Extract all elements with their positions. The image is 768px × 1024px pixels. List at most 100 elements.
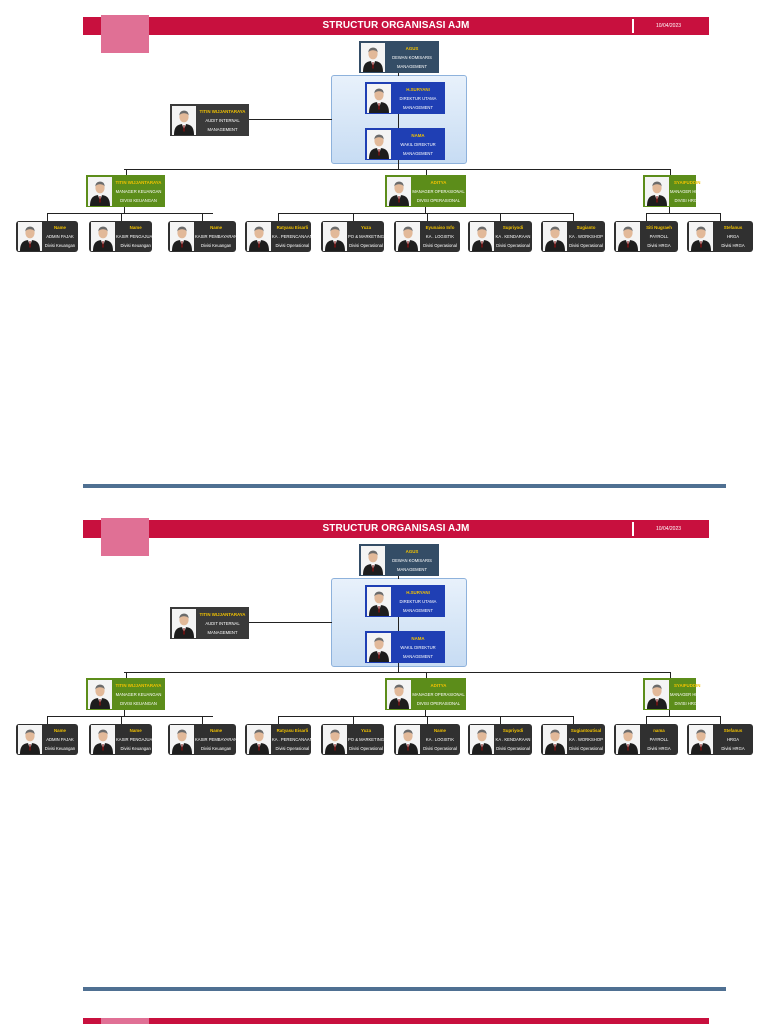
person-name: TITIN WIJJANTARAYA — [115, 682, 162, 688]
person-photo-icon — [170, 725, 194, 754]
next-page-logo-placeholder — [101, 1018, 149, 1024]
person-photo-icon — [367, 632, 391, 662]
person-role: KA . PERENCANAAN — [272, 234, 313, 239]
connector-line — [427, 213, 428, 221]
person-division: MANAGEMENT — [402, 653, 433, 659]
person-photo-icon — [543, 725, 567, 754]
person-name: Name — [129, 225, 142, 230]
person-division: DIVISI KEUANGAN — [120, 197, 157, 203]
person-photo-icon — [387, 176, 411, 206]
connector-line — [398, 113, 399, 129]
person-division: MANAGEMENT — [402, 104, 433, 110]
person-photo-icon — [247, 222, 271, 251]
card-manager: ADITYA MANAGER OPERASIONAL DIVISI OPERASIO… — [385, 175, 466, 207]
person-role: HRGA — [726, 737, 740, 742]
person-division: MANAGEMENT — [207, 126, 238, 132]
connector-line — [47, 213, 48, 221]
person-role: WAKIL DIREKTUR — [400, 141, 436, 147]
person-division: Divisi Operasional — [275, 746, 310, 751]
connector-line — [398, 72, 399, 76]
title-divider — [632, 522, 634, 536]
person-role: DEWAN KOMISARIS — [392, 557, 432, 563]
person-name: Ratyasu Eisarli — [276, 728, 309, 733]
person-name: Name — [129, 728, 142, 733]
connector-line — [500, 213, 501, 221]
person-division: Divisi Keuangan — [120, 746, 151, 751]
person-division: MANAGEMENT — [396, 566, 427, 572]
person-role: MANAGER OPERASIONAL — [412, 691, 465, 697]
connector-line — [425, 710, 426, 716]
person-division: MANAGEMENT — [396, 63, 427, 69]
person-division: Divisi Operasional — [496, 243, 530, 248]
connector-line — [398, 616, 399, 632]
person-name: Supriyodi — [502, 225, 524, 230]
person-photo-icon — [367, 129, 391, 159]
person-role: KA . LOGISTIK — [425, 737, 455, 742]
person-role: MANAGER OPERASIONAL — [412, 188, 465, 194]
connector-line — [669, 710, 670, 716]
person-photo-icon — [323, 725, 347, 754]
title-divider — [632, 19, 634, 33]
page-title: STRUCTUR ORGANISASI AJM — [322, 523, 470, 534]
connector-line — [426, 169, 427, 175]
person-name: ADITYA — [430, 682, 447, 688]
person-photo-icon — [172, 105, 196, 135]
person-name: H.SURYANI — [406, 86, 430, 92]
connector-line — [124, 672, 670, 673]
connector-line — [427, 716, 428, 724]
person-photo-icon — [247, 725, 271, 754]
person-role: PO & MARKETING — [348, 737, 385, 742]
person-division: Divisi Operasional — [569, 243, 603, 248]
person-name: Supriyodi — [502, 728, 524, 733]
person-name: TITIN WIJJANTARAYA — [115, 179, 162, 185]
person-division: MANAGEMENT — [402, 607, 433, 613]
person-division: MANAGEMENT — [402, 150, 433, 156]
person-photo-icon — [361, 545, 385, 575]
person-role: KA . WORKSHOP — [569, 234, 603, 239]
person-division: Divisi Operasional — [349, 243, 383, 248]
page-bottom-rule — [83, 484, 726, 488]
person-division: DIVISI OPERASIONAL — [416, 197, 461, 203]
connector-line — [126, 672, 127, 678]
person-photo-icon — [387, 679, 411, 709]
connector-line — [669, 207, 670, 213]
person-role: ADMIN PAJAK — [46, 737, 74, 742]
person-name: ADITYA — [430, 179, 447, 185]
person-role: AUDIT INTERNAL — [205, 117, 240, 123]
connector-line — [278, 213, 279, 221]
person-photo-icon — [689, 725, 713, 754]
person-name: SYAIFUDDIN — [674, 179, 701, 185]
connector-line — [47, 716, 213, 717]
connector-line — [720, 716, 721, 724]
